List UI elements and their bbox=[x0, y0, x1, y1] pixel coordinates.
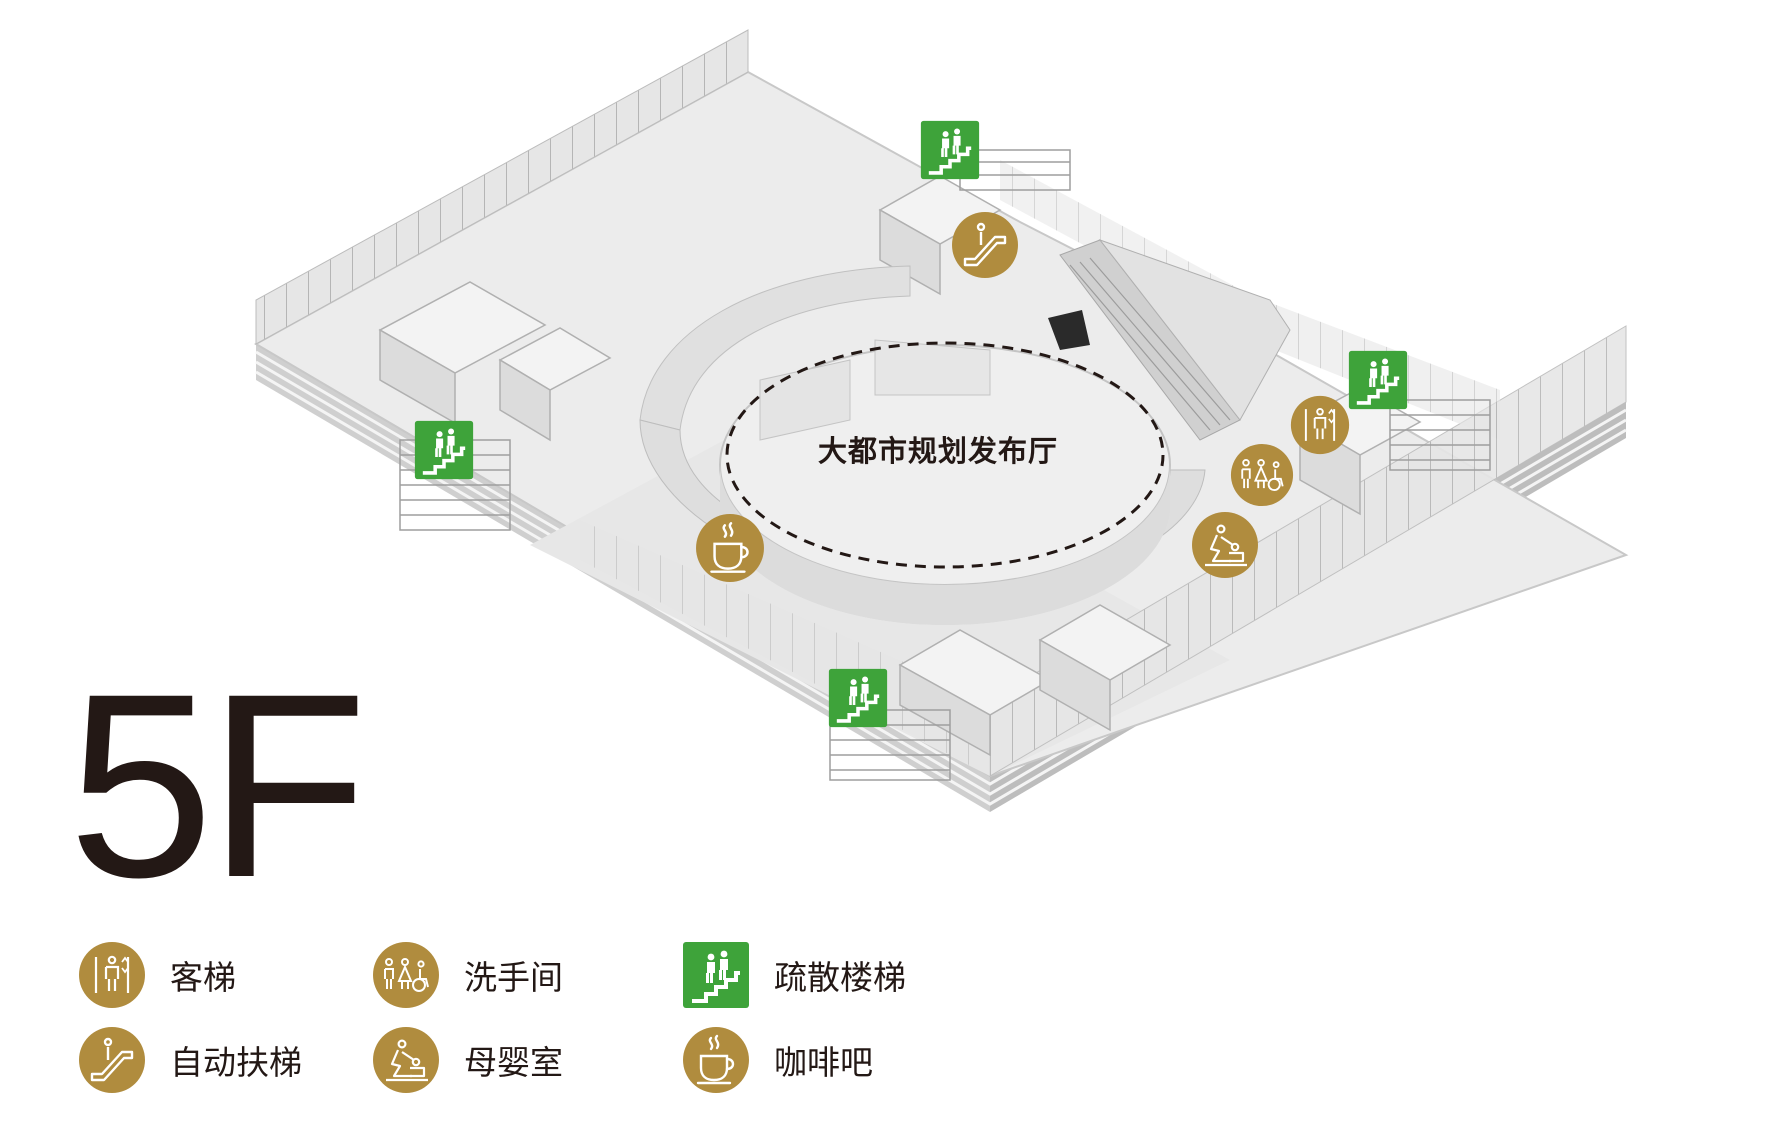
escalator-icon bbox=[952, 212, 1018, 278]
coffee-icon bbox=[696, 514, 764, 582]
planning-hall bbox=[719, 339, 1171, 625]
evacuation-stairs-icon bbox=[415, 421, 473, 479]
evacuation-stairs-icon bbox=[829, 669, 887, 727]
curtain-walls bbox=[255, 29, 1627, 777]
hall-label: 大都市规划发布厅 bbox=[818, 434, 1059, 468]
grand-staircase bbox=[1048, 238, 1291, 441]
elevator-icon bbox=[1291, 396, 1349, 454]
floor-label: 5F bbox=[68, 639, 368, 932]
evacuation-stairs-icon bbox=[921, 121, 979, 179]
nursing-room-icon bbox=[1192, 512, 1258, 578]
evacuation-stairs-icon bbox=[1349, 351, 1407, 409]
restroom-icon bbox=[1231, 444, 1293, 506]
hall-dashed-outline bbox=[725, 341, 1165, 569]
